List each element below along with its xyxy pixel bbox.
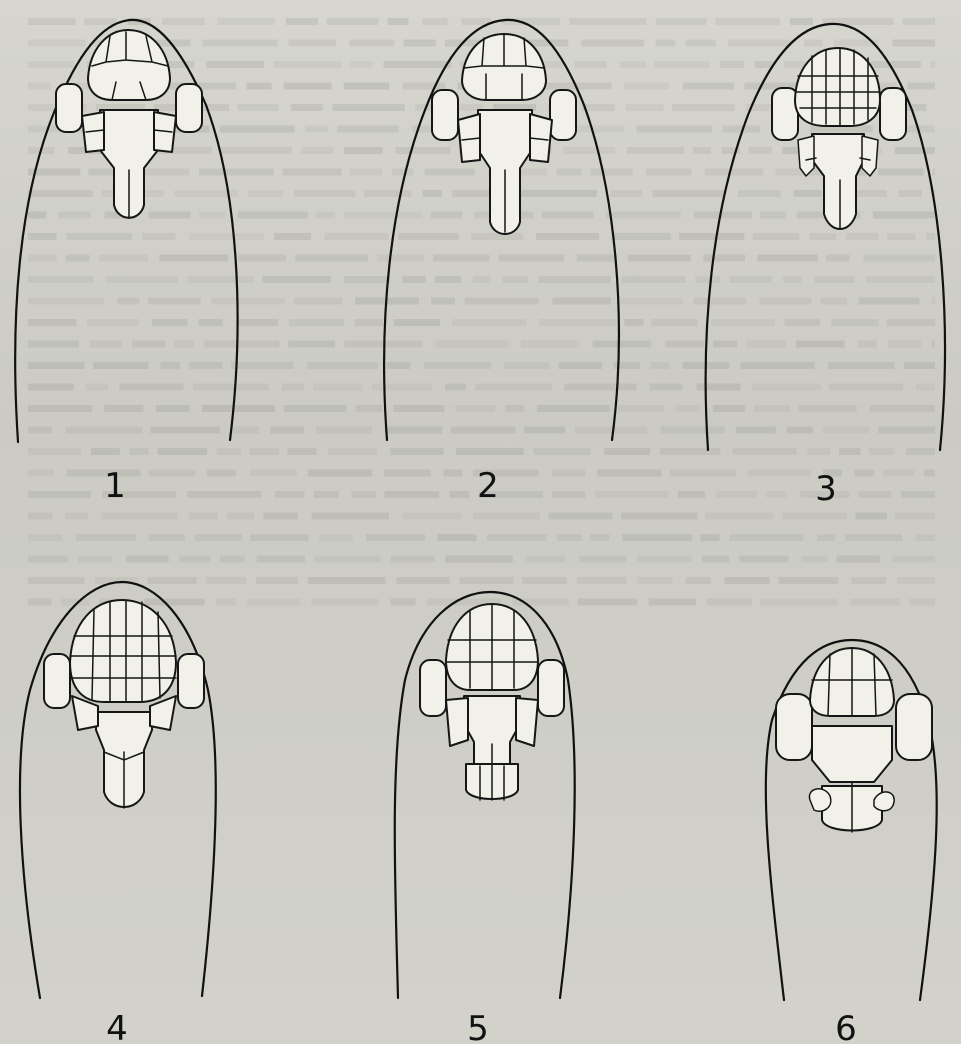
head-3-supraocular-left	[772, 88, 798, 140]
figure-label-5: 5	[467, 1009, 489, 1044]
head-2-supraocular-left	[432, 90, 458, 140]
figure-label-4: 4	[106, 1009, 128, 1044]
head-4	[20, 582, 216, 998]
head-1	[15, 20, 237, 442]
head-6-temporal-left	[809, 789, 830, 811]
head-3	[706, 24, 945, 450]
head-2	[384, 20, 619, 440]
head-4-supraocular-right	[178, 654, 204, 708]
head-6-supraocular-left	[776, 694, 812, 760]
figure-label-6: 6	[835, 1009, 857, 1044]
figure-label-3: 3	[815, 469, 837, 509]
head-6-frontal	[812, 726, 892, 782]
head-1-supraocular-right	[176, 84, 202, 132]
head-6-supraocular-right	[896, 694, 932, 760]
head-5-supraocular-left	[420, 660, 446, 716]
head-4-supraocular-left	[44, 654, 70, 708]
head-5	[395, 592, 575, 998]
head-1-supraocular-left	[56, 84, 82, 132]
head-6-temporal-right	[874, 792, 894, 811]
head-5-supraocular-right	[538, 660, 564, 716]
figure-label-2: 2	[477, 466, 499, 506]
figure-label-1: 1	[104, 466, 126, 506]
head-2-supraocular-right	[550, 90, 576, 140]
head-3-supraocular-right	[880, 88, 906, 140]
head-6	[766, 640, 937, 1000]
head-3-frontal	[812, 134, 864, 229]
head-1-internasals	[88, 30, 170, 100]
